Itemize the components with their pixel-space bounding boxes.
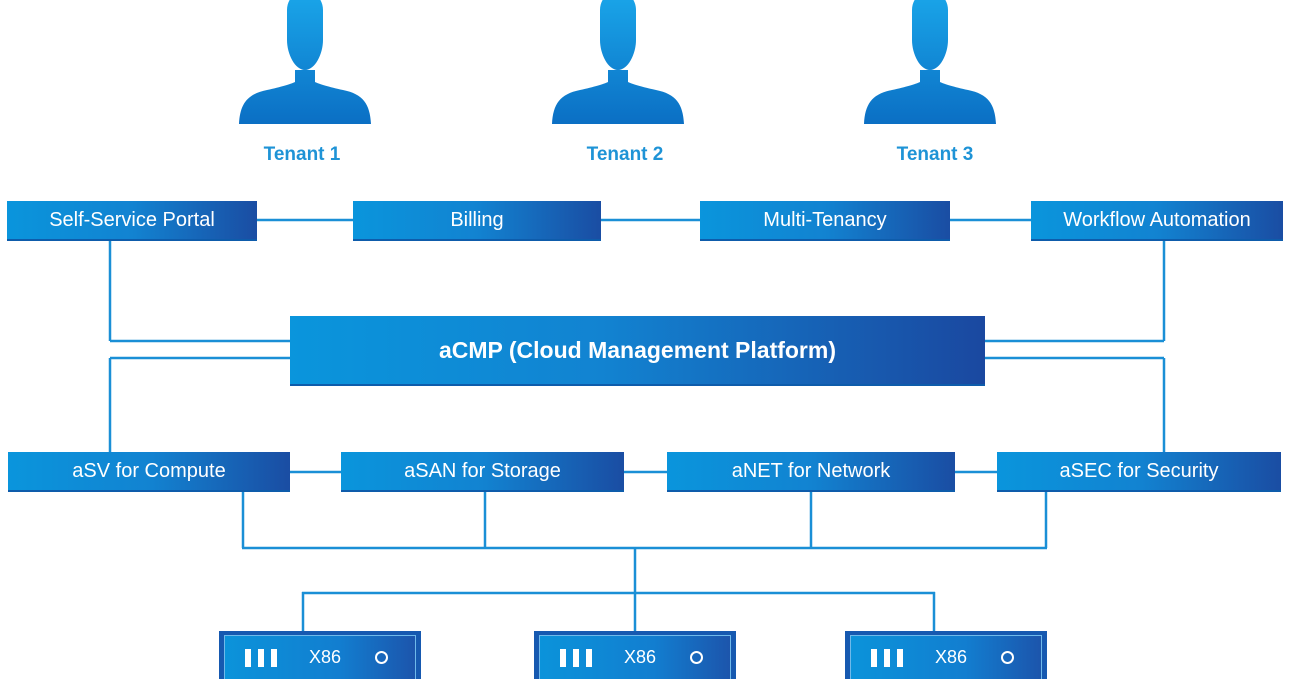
person-icon xyxy=(239,0,371,124)
tenant-label: Tenant 1 xyxy=(263,144,341,165)
anet-network-box: aNET for Network xyxy=(667,452,955,492)
server-node: X86 xyxy=(845,631,1047,679)
circle-led-icon xyxy=(1001,651,1015,664)
server-node: X86 xyxy=(219,631,421,679)
multi-tenancy-box: Multi-Tenancy xyxy=(700,201,950,241)
asv-compute-box: aSV for Compute xyxy=(8,452,290,492)
server-label: X86 xyxy=(309,647,342,667)
bars-icon xyxy=(245,648,277,667)
bars-icon xyxy=(871,648,903,667)
circle-led-icon xyxy=(690,651,704,664)
server-label: X86 xyxy=(935,647,968,667)
connector-lines xyxy=(108,218,1166,632)
tenant-label: Tenant 2 xyxy=(586,144,664,165)
tenant-label: Tenant 3 xyxy=(896,144,974,165)
billing-box: Billing xyxy=(353,201,601,241)
asan-storage-box: aSAN for Storage xyxy=(341,452,624,492)
asec-security-box: aSEC for Security xyxy=(997,452,1281,492)
circle-led-icon xyxy=(375,651,389,664)
person-icon xyxy=(552,0,684,124)
bars-icon xyxy=(560,648,592,667)
self-service-portal-box: Self-Service Portal xyxy=(7,201,257,241)
server-label: X86 xyxy=(624,647,657,667)
cmp-platform-box: aCMP (Cloud Management Platform) xyxy=(290,316,985,386)
workflow-automation-box: Workflow Automation xyxy=(1031,201,1283,241)
person-icon xyxy=(864,0,996,124)
server-node: X86 xyxy=(534,631,736,679)
